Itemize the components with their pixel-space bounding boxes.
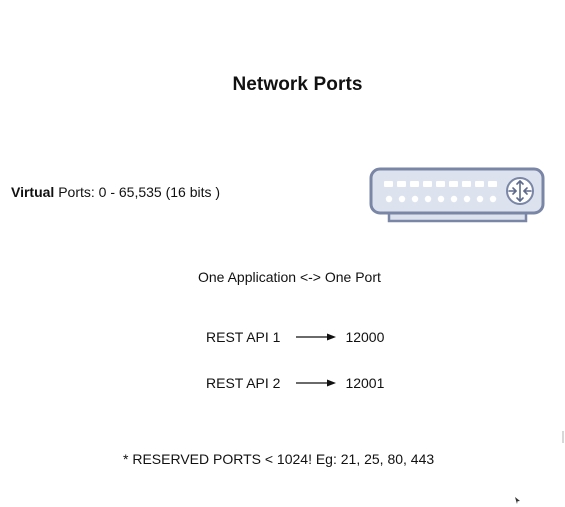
arrow-right-icon [296, 333, 337, 341]
arrow-right-icon [296, 379, 337, 387]
mapping-row-1: REST API 1 12000 [206, 329, 384, 345]
network-switch-icon [369, 167, 545, 223]
virtual-ports-range: Ports: 0 - 65,535 (16 bits ) [54, 184, 221, 200]
mapping-api-label: REST API 2 [206, 375, 281, 391]
slide-title: Network Ports [232, 74, 363, 95]
reserved-ports-note: * RESERVED PORTS < 1024! Eg: 21, 25, 80,… [123, 451, 435, 467]
edge-divider [562, 431, 564, 443]
mapping-port: 12001 [345, 375, 385, 391]
one-app-one-port-text: One Application <-> One Port [198, 269, 381, 285]
mapping-row-2: REST API 2 12001 [206, 375, 384, 391]
virtual-ports-text: Virtual Ports: 0 - 65,535 (16 bits ) [11, 184, 220, 200]
virtual-label: Virtual [11, 184, 55, 200]
mapping-api-label: REST API 1 [206, 329, 281, 345]
mapping-port: 12000 [345, 329, 385, 345]
mouse-cursor-icon [515, 497, 520, 504]
